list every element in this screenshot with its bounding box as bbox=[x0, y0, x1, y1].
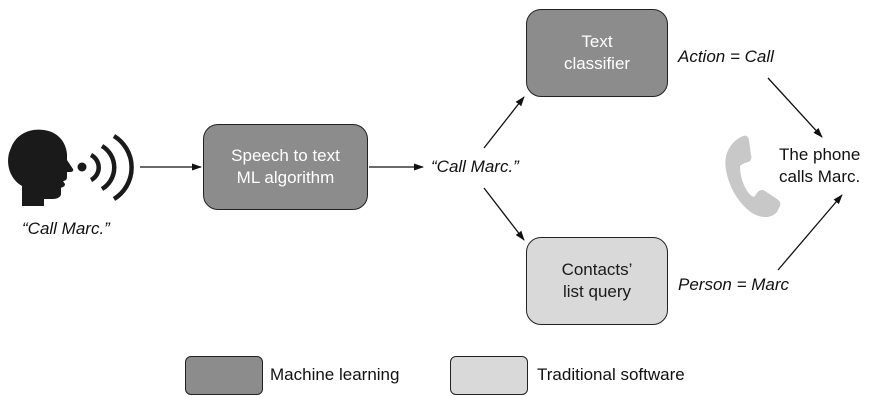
legend-ml-label: Machine learning bbox=[270, 365, 400, 384]
result-label: The phone calls Marc. bbox=[779, 144, 860, 188]
speech-to-text-line2: ML algorithm bbox=[236, 168, 335, 187]
telephone-handset-icon bbox=[725, 135, 781, 218]
sound-waves-icon bbox=[77, 134, 134, 201]
speaking-head-icon bbox=[8, 129, 74, 206]
speaker-quote: “Call Marc.” bbox=[22, 219, 110, 238]
legend-traditional-label: Traditional software bbox=[537, 365, 685, 384]
text-classifier-box: Text classifier bbox=[526, 9, 668, 97]
contacts-query-line2: list query bbox=[562, 282, 632, 301]
contacts-query-line1: Contacts’ bbox=[561, 260, 633, 279]
person-label: Person = Marc bbox=[678, 275, 790, 294]
contacts-query-box: Contacts’ list query bbox=[526, 237, 668, 325]
speech-to-text-box: Speech to text ML algorithm bbox=[203, 124, 368, 210]
arrow-transcript-to-classifier bbox=[483, 96, 525, 149]
transcript-label: “Call Marc.” bbox=[431, 157, 519, 176]
arrow-transcript-to-contacts bbox=[483, 187, 525, 241]
text-classifier-line1: Text bbox=[581, 32, 613, 51]
legend-traditional-swatch bbox=[450, 356, 528, 395]
legend-ml-swatch bbox=[185, 356, 263, 395]
text-classifier-line2: classifier bbox=[563, 54, 631, 73]
result-line1: The phone bbox=[779, 145, 861, 164]
result-line2: calls Marc. bbox=[779, 167, 861, 186]
action-label: Action = Call bbox=[678, 47, 774, 66]
speech-to-text-line1: Speech to text bbox=[231, 146, 340, 165]
arrow-action-to-phone bbox=[767, 77, 823, 138]
arrow-person-to-phone bbox=[777, 194, 843, 271]
